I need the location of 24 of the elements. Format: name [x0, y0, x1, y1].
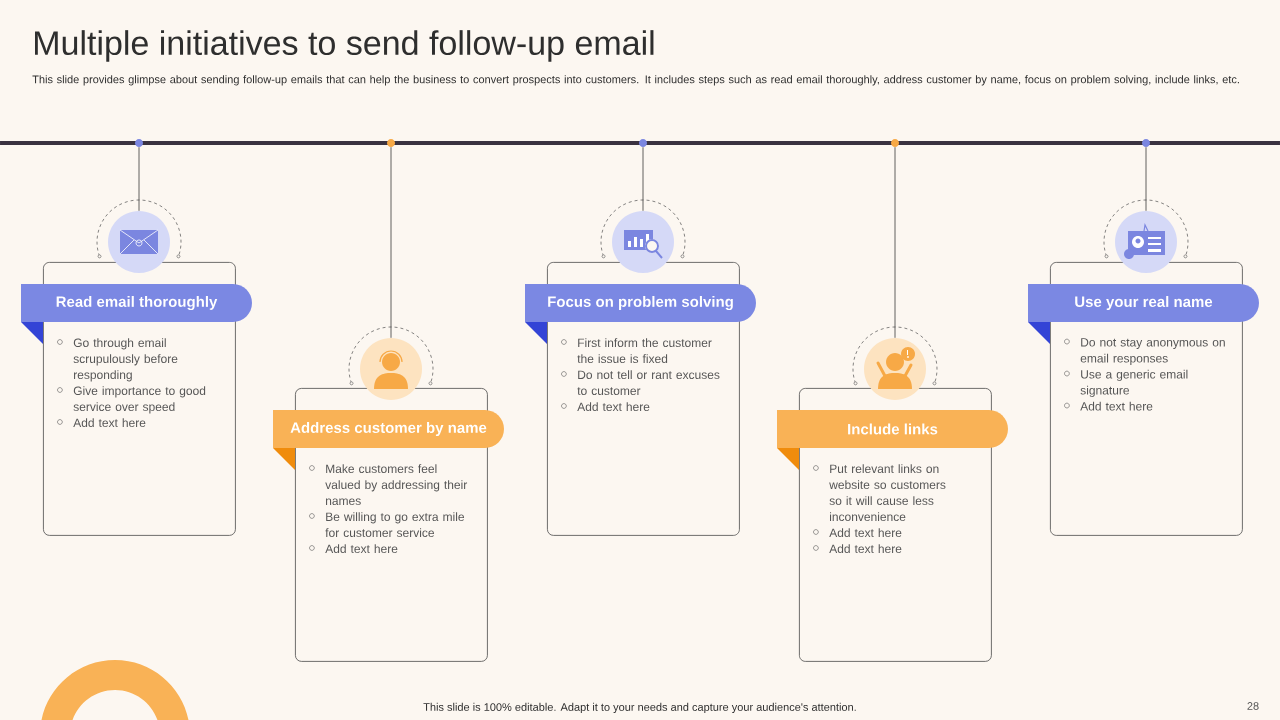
- connector-line: [138, 146, 140, 212]
- bullet-item: Make customers feel valued by addressing their names: [309, 464, 468, 505]
- bullet-item: Add text here: [561, 402, 650, 411]
- bullet-item: Do not stay anonymous on email responses: [1064, 338, 1225, 365]
- slide-description: This slide provides glimpse about sending follow-up emails that can help the business to convert prospects into customers. It includes steps such as read email thoroughly, address customer by name, focus on problem solving, include links, etc.: [32, 75, 1239, 86]
- connector-line: [1145, 146, 1147, 212]
- slide-title: Multiple initiatives to send follow-up email: [35, 30, 654, 62]
- bullet-item: Add text here: [1064, 401, 1153, 411]
- connector-line: [390, 146, 392, 339]
- bullet-item: Use a generic email signature: [1064, 369, 1188, 397]
- bullet-item: Add text here: [57, 418, 146, 427]
- bullet-item: Add text here: [309, 544, 398, 553]
- bullet-item: Put relevant links on website so customers so it will cause less inconvenience: [813, 464, 946, 521]
- page-number: 28: [1247, 702, 1259, 710]
- bullet-item: First inform the customer the issue is fixed: [561, 338, 712, 363]
- bullet-item: Go through email scrupulously before responding: [57, 338, 178, 382]
- footer-note: This slide is 100% editable. Adapt it to your needs and capture your audience's attention.: [423, 702, 856, 714]
- bullet-item: Add text here: [813, 528, 902, 537]
- connector-line: [642, 146, 644, 212]
- bullet-item: Do not tell or rant excuses to customer: [561, 370, 720, 395]
- bullet-item: Add text here: [813, 544, 902, 553]
- connector-line: [894, 146, 896, 339]
- bullet-item: Be willing to go extra mile for customer service: [309, 512, 464, 537]
- bullet-item: Give importance to good service over speed: [57, 386, 206, 414]
